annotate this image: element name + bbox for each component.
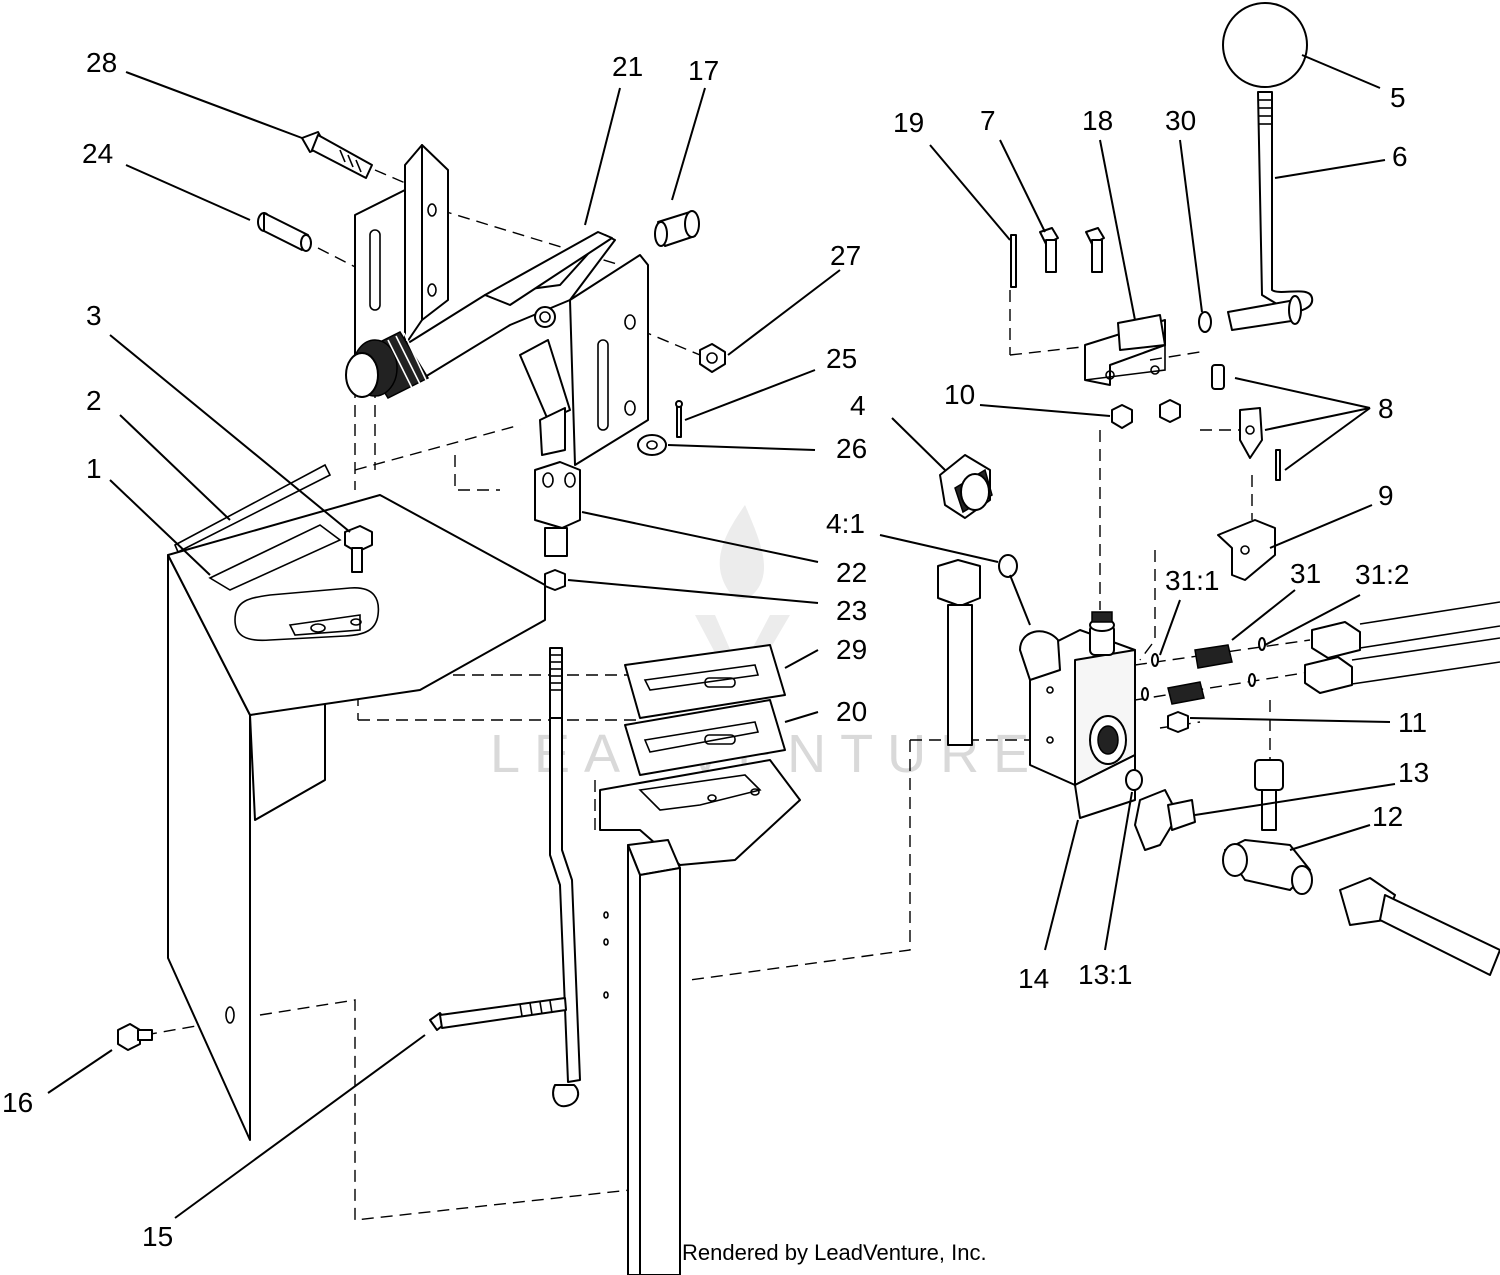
part-31-1-o-ring xyxy=(1141,653,1159,701)
callout-26: 26 xyxy=(836,433,867,464)
callout-18: 18 xyxy=(1082,105,1113,136)
part-19-roll-pin xyxy=(1010,234,1017,288)
callout-22: 22 xyxy=(836,557,867,588)
callout-4: 4 xyxy=(850,390,866,421)
part-7-bolt xyxy=(1039,227,1059,273)
callout-2: 2 xyxy=(86,385,102,416)
part-21-handle-lever xyxy=(404,231,616,456)
callout-9: 9 xyxy=(1378,480,1394,511)
callout-31-2: 31:2 xyxy=(1355,559,1410,590)
part-31-fitting xyxy=(1167,644,1233,705)
part-5-knob xyxy=(1222,2,1308,88)
callout-29: 29 xyxy=(836,634,867,665)
callout-16: 16 xyxy=(2,1087,33,1118)
callout-15: 15 xyxy=(142,1221,173,1252)
callout-24: 24 xyxy=(82,138,113,169)
callout-31: 31 xyxy=(1290,558,1321,589)
part-16-screw xyxy=(117,1023,153,1051)
callout-21: 21 xyxy=(612,51,643,82)
part-30-washer xyxy=(1198,311,1212,333)
part-4-1-o-ring xyxy=(998,554,1018,578)
side-plate xyxy=(569,254,649,466)
callout-19: 19 xyxy=(893,107,924,138)
hose-fitting xyxy=(937,559,981,746)
callout-31-1: 31:1 xyxy=(1165,565,1220,596)
part-17-bushing xyxy=(654,210,700,247)
callout-13-1: 13:1 xyxy=(1078,959,1133,990)
callout-1: 1 xyxy=(86,453,102,484)
callout-20: 20 xyxy=(836,696,867,727)
callout-25: 25 xyxy=(826,343,857,374)
control-rod xyxy=(549,647,581,1108)
part-8-linkage xyxy=(1211,364,1281,481)
callout-30: 30 xyxy=(1165,105,1196,136)
part-13-elbow xyxy=(1134,789,1196,851)
callout-7: 7 xyxy=(980,105,996,136)
callout-14: 14 xyxy=(1018,963,1049,994)
part-6-lever-rod xyxy=(1227,91,1314,331)
part-2-top-plate xyxy=(167,463,546,716)
part-22-clevis xyxy=(534,461,581,557)
part-4-elbow-fitting xyxy=(939,454,993,519)
callout-28: 28 xyxy=(86,47,117,78)
hose-ends-right xyxy=(1304,601,1500,694)
part-23-nut xyxy=(544,569,566,591)
leader-lines xyxy=(47,54,1396,1219)
callout-27: 27 xyxy=(830,240,861,271)
part-25-cotter-pin xyxy=(675,400,683,438)
part-14-valve-body xyxy=(1019,611,1136,819)
callout-6: 6 xyxy=(1392,141,1408,172)
callouts: 28 24 3 2 1 21 17 27 25 26 22 23 29 20 1… xyxy=(2,47,1429,1252)
callout-23: 23 xyxy=(836,595,867,626)
part-20-plate xyxy=(624,699,786,776)
callout-5: 5 xyxy=(1390,82,1406,113)
channel-bracket xyxy=(354,144,449,366)
callout-3: 3 xyxy=(86,300,102,331)
callout-8: 8 xyxy=(1378,393,1394,424)
hose-lower-right xyxy=(1339,877,1500,976)
part-27-nut xyxy=(699,343,726,373)
part-18-bracket xyxy=(1084,314,1166,386)
callout-10: 10 xyxy=(944,379,975,410)
part-3-bolt xyxy=(344,525,373,573)
part-28-bolt xyxy=(301,131,373,179)
handle-grip xyxy=(345,331,430,399)
part-11-nut xyxy=(1167,711,1189,733)
callout-4-1: 4:1 xyxy=(826,508,865,539)
part-31-2-o-ring xyxy=(1248,637,1266,687)
part-10-nut xyxy=(1111,399,1181,429)
part-29-gasket xyxy=(624,644,786,719)
part-24-pin xyxy=(257,212,312,252)
part-13-1-o-ring xyxy=(1125,769,1143,791)
lower-bracket xyxy=(599,759,801,1275)
callout-12: 12 xyxy=(1372,801,1403,832)
part-9-bracket xyxy=(1217,519,1276,581)
footer-credit: Rendered by LeadVenture, Inc. xyxy=(682,1240,987,1265)
part-26-washer xyxy=(637,434,667,456)
callout-13: 13 xyxy=(1398,757,1429,788)
callout-17: 17 xyxy=(688,55,719,86)
callout-11: 11 xyxy=(1398,707,1427,738)
part-12-tee xyxy=(1222,759,1313,895)
part-15-long-bolt xyxy=(429,997,567,1031)
part-7b-bolt xyxy=(1085,227,1105,273)
